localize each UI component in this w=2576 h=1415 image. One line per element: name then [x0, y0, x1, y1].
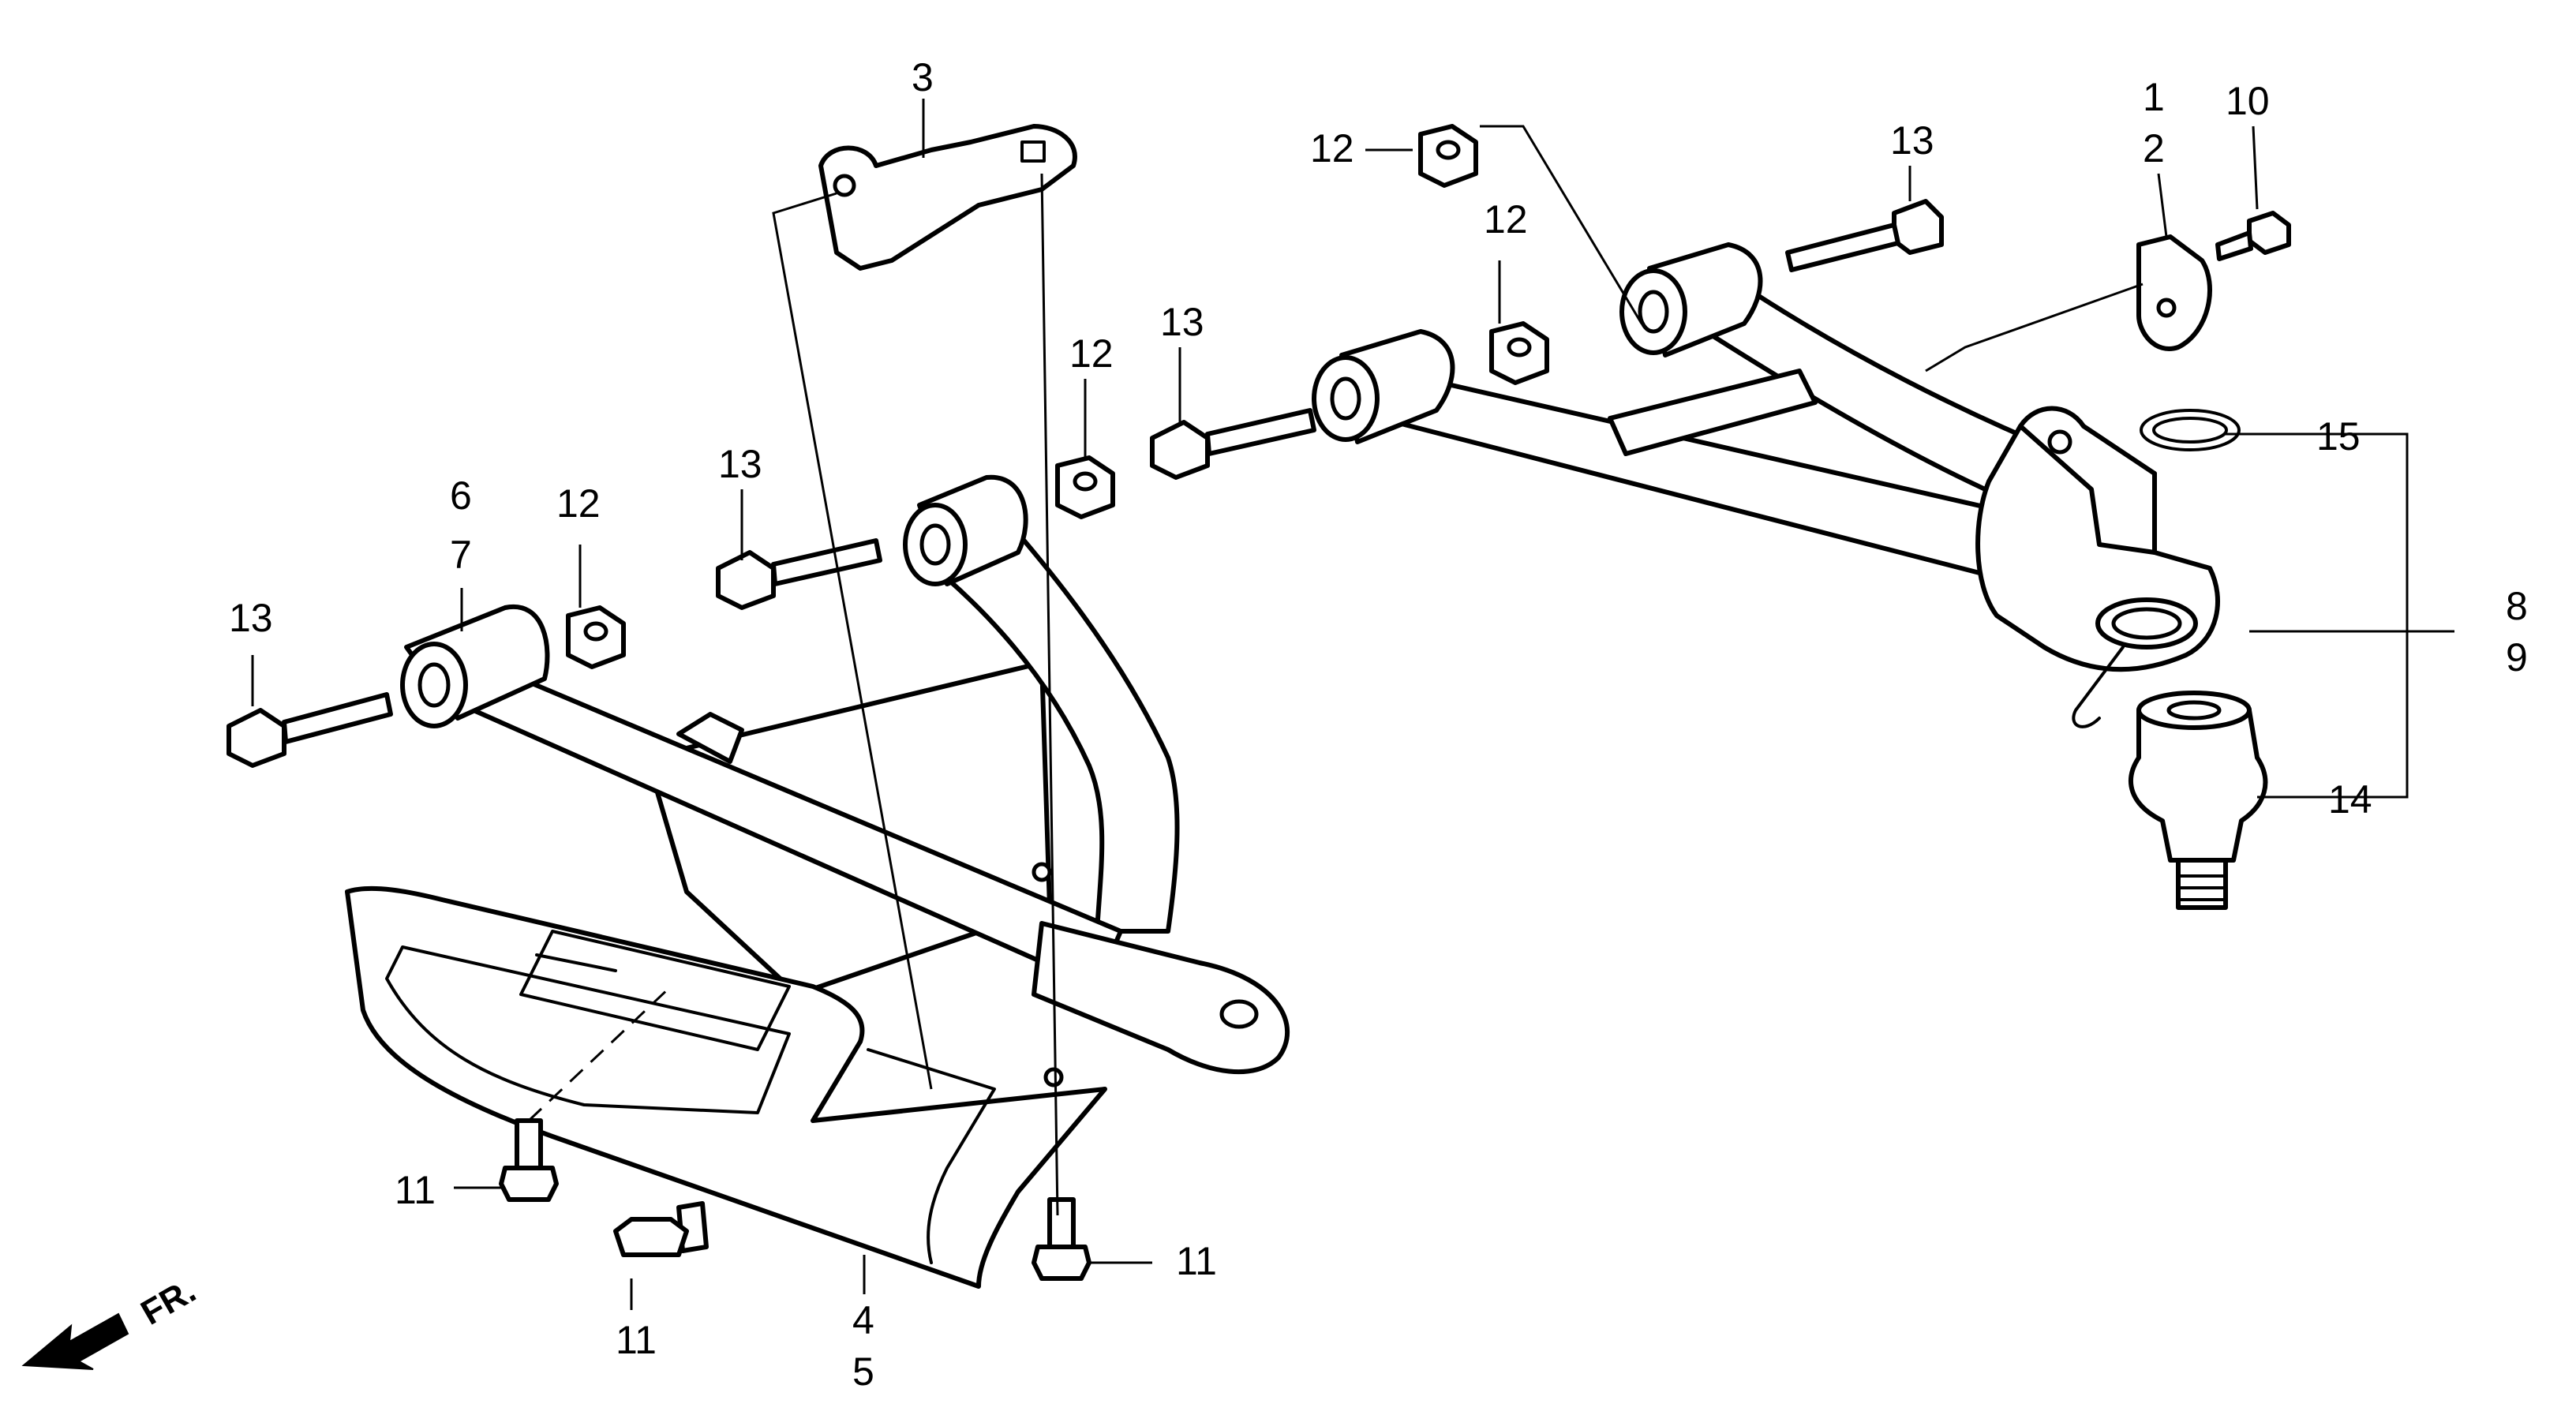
callout-12-top: 12	[1310, 126, 1354, 170]
callout-12-left: 12	[556, 481, 601, 526]
callout-14: 14	[2328, 777, 2372, 822]
callout-4: 4	[852, 1298, 874, 1342]
assembly-line-bracket-left	[772, 192, 933, 1090]
callout-6: 6	[450, 474, 472, 518]
left-lower-arm	[400, 474, 1290, 1087]
front-arrow-icon	[21, 1312, 129, 1370]
callout-13-left: 13	[229, 596, 273, 640]
callout-8: 8	[2506, 584, 2528, 628]
callout-1: 1	[2143, 75, 2165, 119]
front-direction-indicator: FR.	[21, 1271, 203, 1370]
bolt-10	[2215, 211, 2291, 261]
assembly-line-skid	[527, 985, 672, 1122]
bolt-13-a	[227, 692, 393, 768]
callout-13-mid: 13	[718, 442, 762, 486]
bracket-part-3	[818, 124, 1077, 271]
callout-5: 5	[852, 1349, 874, 1394]
callout-12-upper: 12	[1484, 197, 1528, 241]
callout-15: 15	[2316, 414, 2361, 459]
skid-plate	[345, 885, 1107, 1289]
callout-3: 3	[912, 55, 934, 99]
bolt-11-b	[613, 1201, 709, 1257]
leader-lines	[251, 99, 2454, 1310]
nut-12-c	[1489, 321, 1549, 385]
bolt-13-d	[1785, 199, 1944, 272]
assembly-line-bracket-right	[1040, 173, 1059, 1216]
callout-13-right: 13	[1890, 118, 1934, 163]
callout-9: 9	[2506, 635, 2528, 679]
callout-11-right: 11	[1176, 1239, 1217, 1283]
front-label: FR.	[135, 1271, 203, 1333]
nut-12-d	[1418, 124, 1478, 188]
bolt-13-c	[1150, 408, 1316, 480]
callout-2: 2	[2143, 126, 2165, 170]
callout-12-center: 12	[1069, 331, 1114, 376]
bolt-11-a	[499, 1118, 559, 1202]
callout-10: 10	[2226, 79, 2270, 123]
circlip-part-15	[2140, 409, 2241, 451]
callout-11-left: 11	[395, 1168, 436, 1212]
callout-13-center: 13	[1160, 300, 1204, 344]
ball-joint-part-14	[2129, 691, 2268, 910]
bolt-13-b	[716, 538, 882, 610]
callout-labels: 1 2 3 4 5 6 7 8 9 10 11 11 11 12 12 12 1…	[229, 55, 2528, 1394]
nut-12-a	[566, 605, 626, 669]
callout-11-bottom: 11	[616, 1318, 657, 1362]
bolt-11-c	[1032, 1197, 1091, 1281]
nut-12-b	[1055, 455, 1115, 519]
right-upper-arm	[1312, 242, 2220, 728]
clamp-part-1-2	[2136, 234, 2212, 351]
callout-7: 7	[450, 533, 472, 577]
